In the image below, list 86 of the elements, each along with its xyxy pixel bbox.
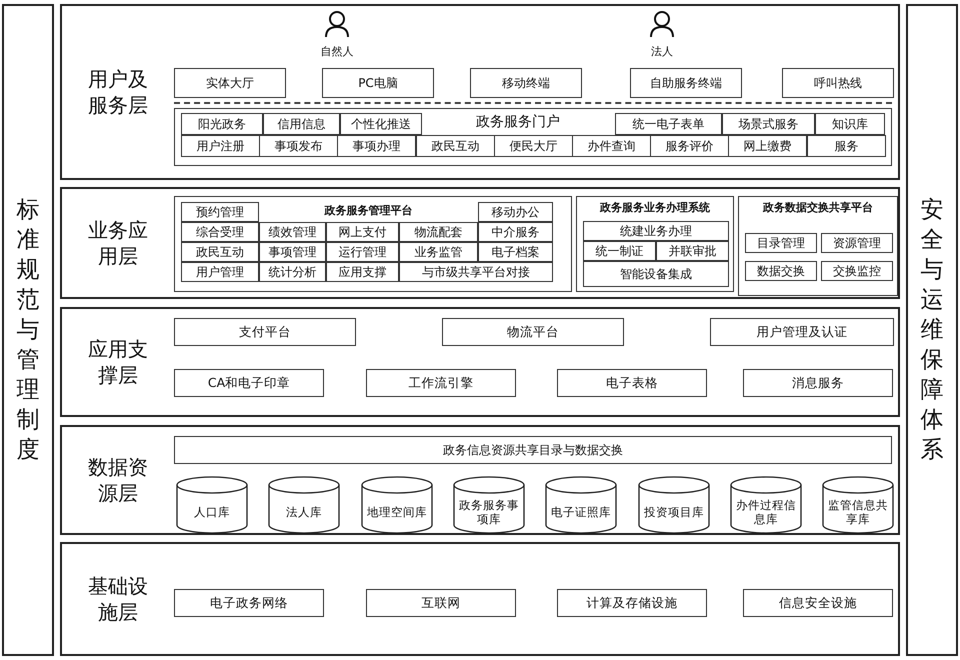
function-box: 消息服务 — [743, 369, 893, 397]
function-box: 支付平台 — [174, 318, 356, 346]
database-cylinder: 地理空间库 — [361, 476, 433, 534]
panel-title: 政务数据交换共享平台 — [762, 200, 874, 215]
function-box: 网上支付 — [326, 222, 399, 242]
database-cylinder: 监管信息共享库 — [822, 476, 894, 534]
function-box: 计算及存储设施 — [557, 589, 707, 617]
function-box: 预约管理 — [181, 202, 259, 222]
function-box: 事项发布 — [259, 135, 338, 157]
function-box: 互联网 — [366, 589, 516, 617]
function-box: PC电脑 — [322, 68, 434, 98]
function-box: 物流配套 — [399, 222, 478, 242]
function-box: 并联审批 — [656, 241, 729, 261]
side-band: 标准规范与管理制度 — [2, 4, 54, 656]
layer-panel — [60, 542, 900, 656]
function-box: 电子档案 — [478, 242, 553, 262]
layer-panel — [60, 425, 900, 535]
function-box: 业务监管 — [399, 242, 478, 262]
function-box: 用户注册 — [181, 135, 260, 157]
function-box: 事项管理 — [259, 242, 326, 262]
layer-panel — [60, 307, 900, 417]
layer-panel — [60, 4, 900, 180]
function-box: 移动办公 — [478, 202, 553, 222]
database-cylinder: 投资项目库 — [638, 476, 710, 534]
function-box: 办件查询 — [572, 135, 651, 157]
platform-panel — [174, 108, 892, 166]
layer-title: 基础设施层 — [87, 573, 149, 625]
function-box: 服务 — [807, 135, 886, 157]
function-box: 呼叫热线 — [782, 68, 894, 98]
side-band: 安全与运维保障体系 — [906, 4, 958, 656]
function-box: 物流平台 — [442, 318, 624, 346]
panel-title: 政务服务管理平台 — [323, 203, 414, 218]
layer-title: 用户及服务层 — [87, 66, 149, 118]
function-box: 自助服务终端 — [630, 68, 742, 98]
platform-panel — [738, 196, 898, 296]
function-box: 与市级共享平台对接 — [399, 262, 553, 282]
function-box: 政务信息资源共享目录与数据交换 — [174, 436, 892, 464]
function-box: 绩效管理 — [259, 222, 326, 242]
function-box: 事项办理 — [337, 135, 416, 157]
function-box: 运行管理 — [326, 242, 399, 262]
database-cylinder: 法人库 — [268, 476, 340, 534]
function-box: 信息安全设施 — [743, 589, 893, 617]
function-box: 数据交换 — [745, 261, 817, 281]
function-box: 电子表格 — [557, 369, 707, 397]
function-box: 统建业务办理 — [583, 221, 729, 241]
function-box: 用户管理 — [181, 262, 259, 282]
function-box: 信用信息 — [263, 113, 340, 135]
layer-title: 应用支撑层 — [87, 336, 149, 388]
person-label: 法人 — [651, 44, 673, 59]
function-box: 交换监控 — [821, 261, 893, 281]
layer-panel — [60, 187, 900, 299]
function-box: 统一制证 — [583, 241, 656, 261]
database-cylinder: 办件过程信息库 — [730, 476, 802, 534]
database-cylinder: 人口库 — [176, 476, 248, 534]
function-box: 电子政务网络 — [174, 589, 324, 617]
platform-panel — [174, 196, 572, 292]
function-box: 移动终端 — [470, 68, 582, 98]
function-box: 服务评价 — [650, 135, 729, 157]
function-box: 网上缴费 — [728, 135, 807, 157]
function-box: 个性化推送 — [340, 113, 422, 135]
panel-title: 政务服务业务办理系统 — [598, 200, 711, 215]
function-box: 资源管理 — [821, 233, 893, 253]
function-box: 中介服务 — [478, 222, 553, 242]
person-label: 自然人 — [320, 44, 354, 59]
function-box: 应用支撑 — [326, 262, 399, 282]
database-cylinder: 政务服务事项库 — [453, 476, 525, 534]
function-box: 实体大厅 — [174, 68, 286, 98]
function-box: 阳光政务 — [181, 113, 263, 135]
function-box: 知识库 — [815, 113, 885, 135]
function-box: 政民互动 — [416, 135, 495, 157]
function-box: 用户管理及认证 — [710, 318, 894, 346]
function-box: 便民大厅 — [494, 135, 573, 157]
layer-title: 业务应用层 — [87, 217, 149, 269]
function-box: 综合受理 — [181, 222, 259, 242]
database-cylinder: 电子证照库 — [545, 476, 617, 534]
function-box: CA和电子印章 — [174, 369, 324, 397]
panel-title: 政务服务门户 — [475, 113, 561, 131]
function-box: 政民互动 — [181, 242, 259, 262]
layer-title: 数据资源层 — [87, 454, 149, 506]
platform-panel — [576, 196, 734, 292]
function-box: 统一电子表单 — [615, 113, 722, 135]
function-box: 工作流引擎 — [366, 369, 516, 397]
function-box: 场景式服务 — [722, 113, 815, 135]
function-box: 目录管理 — [745, 233, 817, 253]
function-box: 智能设备集成 — [583, 261, 729, 287]
function-box: 统计分析 — [259, 262, 326, 282]
